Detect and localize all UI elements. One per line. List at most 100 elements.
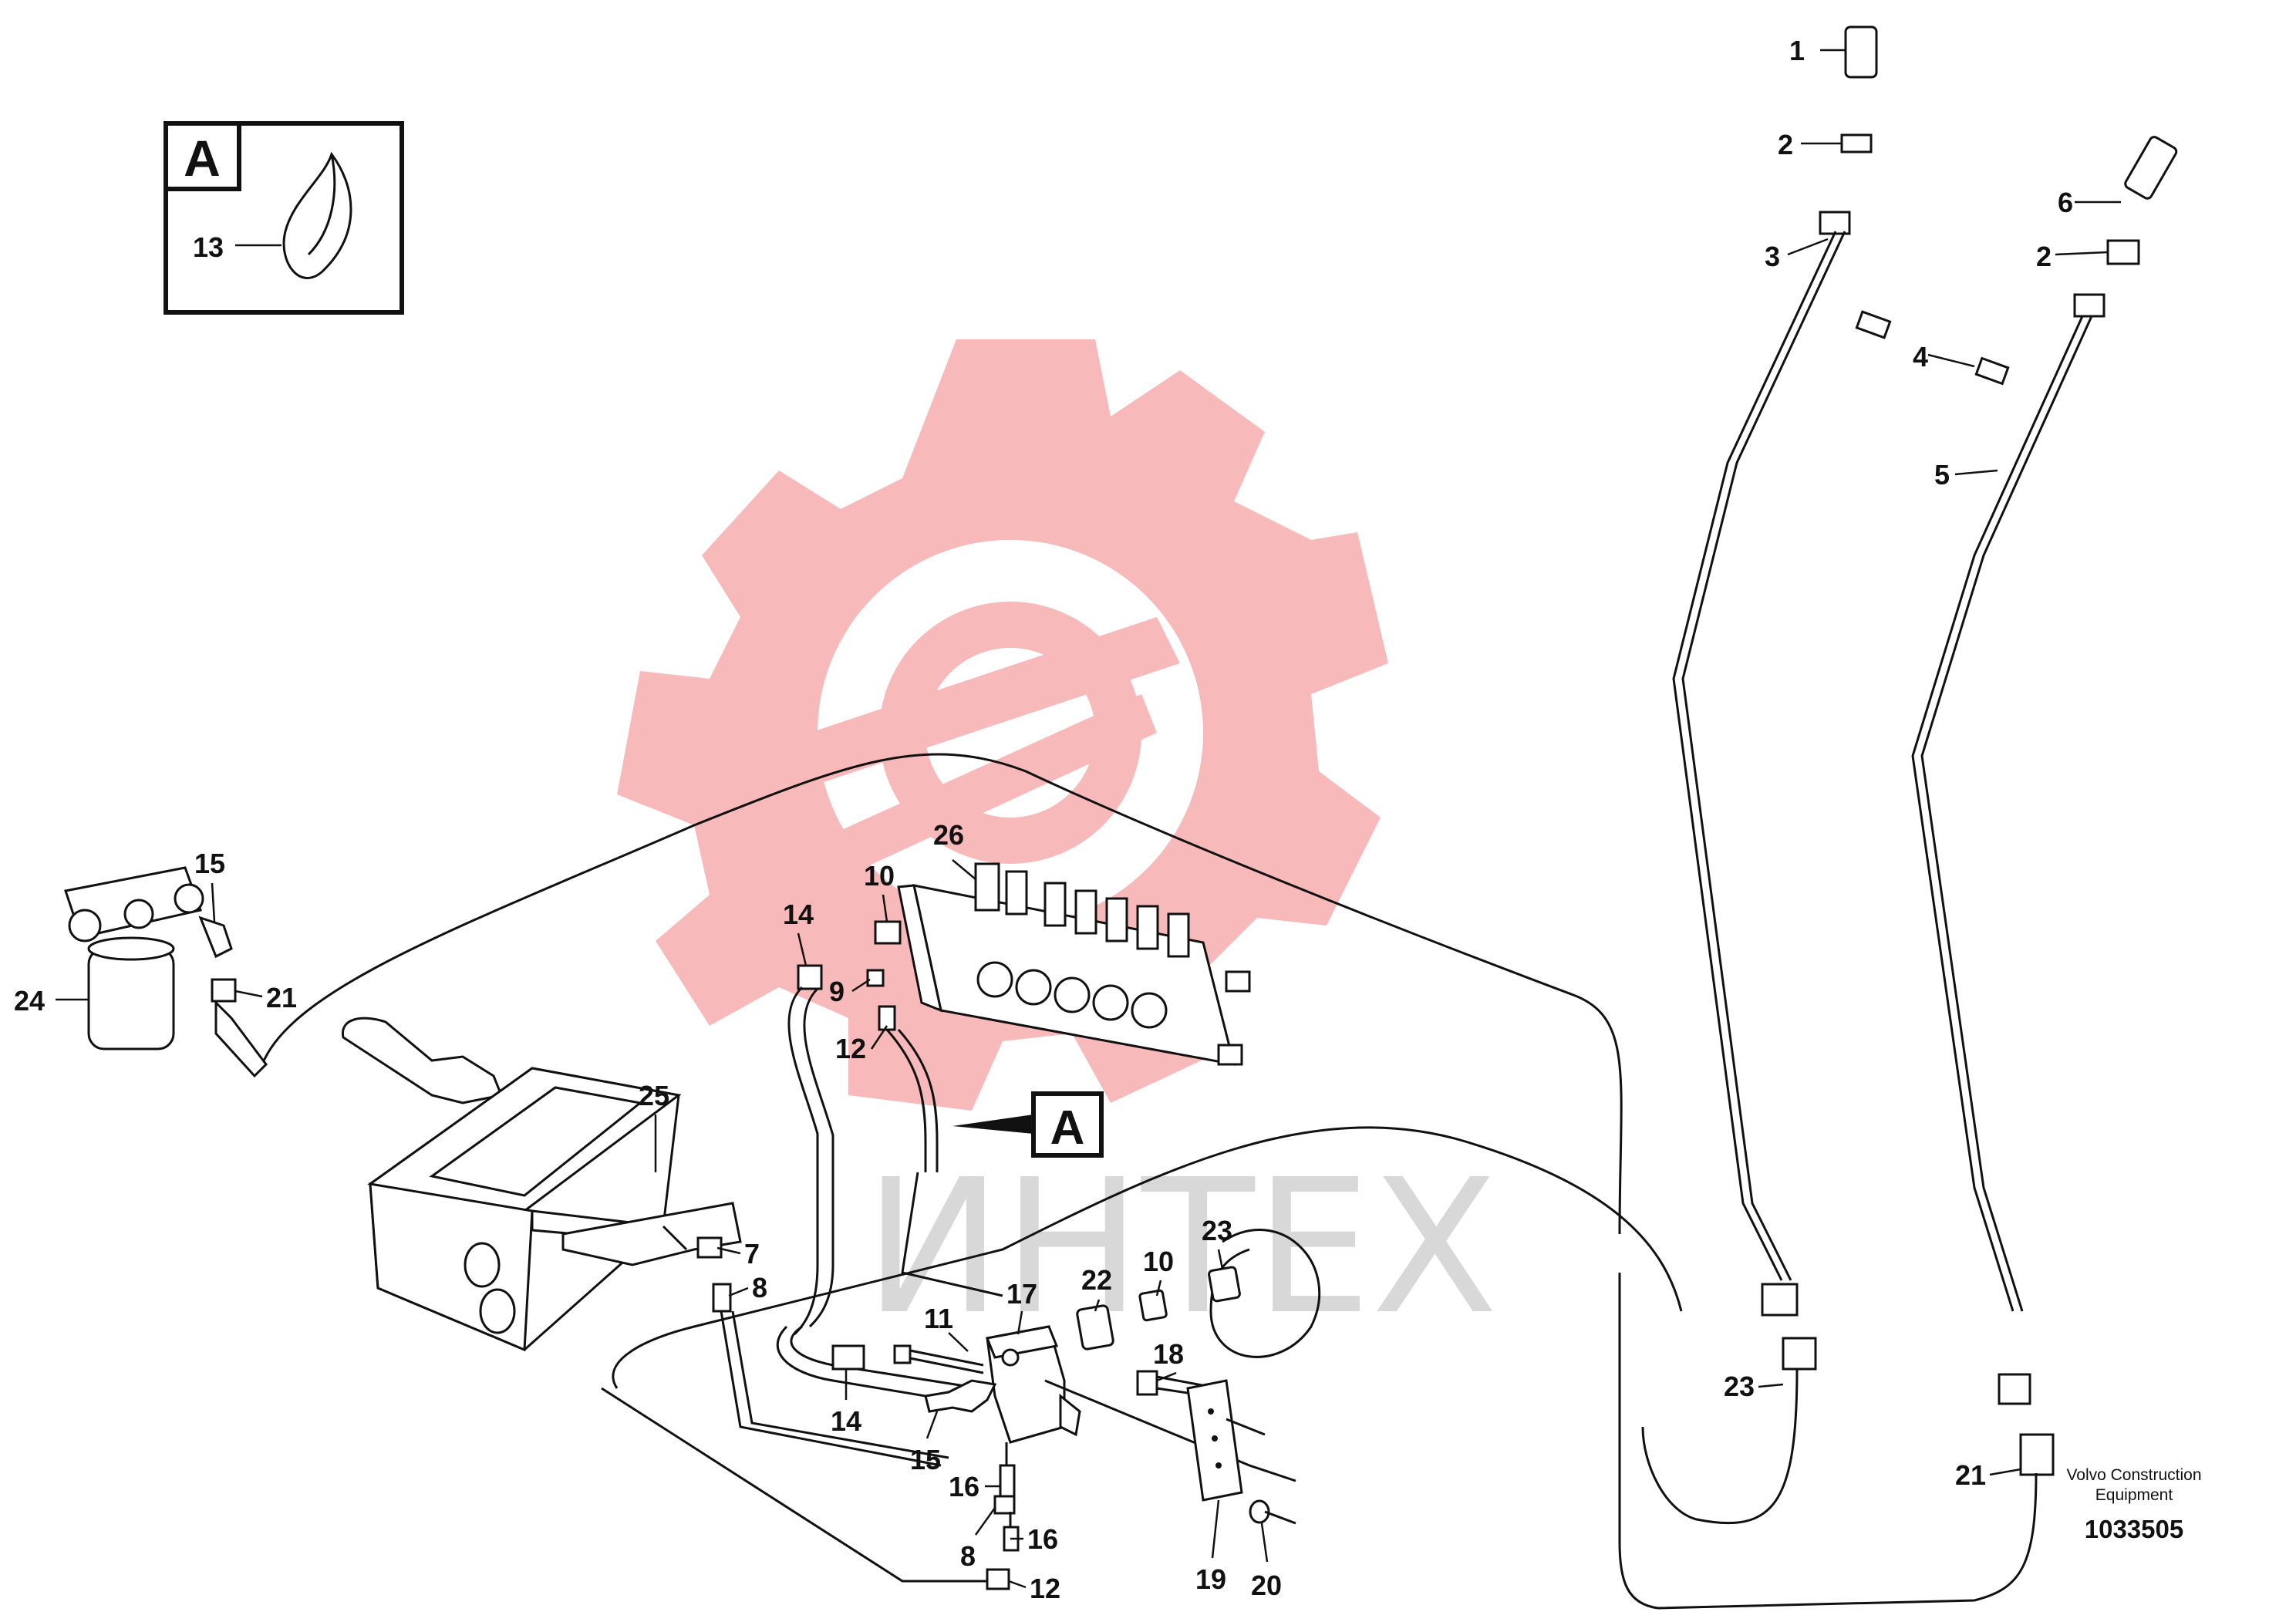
bolt-18-head <box>1136 1370 1158 1396</box>
pipe-nut-3 <box>1819 211 1851 235</box>
callout-2b: 2 <box>2036 241 2052 272</box>
hose-fitting-21 <box>2019 1433 2055 1476</box>
fitting-8b <box>993 1495 1016 1515</box>
mount-rod <box>1044 1379 1296 1482</box>
tank-bracket-side <box>561 1202 742 1266</box>
pipe-nut-23a <box>1761 1283 1799 1317</box>
callout-16a: 16 <box>949 1471 979 1502</box>
valve-block-17 <box>893 1266 1296 1590</box>
fitting-12b <box>986 1568 1010 1590</box>
callout-23b: 23 <box>1724 1371 1755 1402</box>
callout-26: 26 <box>933 819 964 851</box>
callout-14b: 14 <box>831 1405 861 1437</box>
callout-22: 22 <box>1081 1264 1112 1296</box>
detail-a-box: A <box>164 121 404 315</box>
fitting-1 <box>1844 25 1878 79</box>
fitting-22 <box>1076 1304 1114 1351</box>
hose-14-a <box>787 986 819 1336</box>
diagram-footer: Volvo Construction Equipment 1033505 <box>2057 1465 2211 1544</box>
control-valve-26 <box>897 862 1251 1066</box>
pipe-nut-21a <box>1998 1373 2031 1405</box>
fitting-10b <box>1138 1289 1168 1322</box>
hose-end-21a <box>214 1000 268 1078</box>
pipe-3-a <box>1672 231 1837 1281</box>
callout-12a: 12 <box>835 1033 866 1064</box>
callout-11: 11 <box>924 1303 953 1334</box>
detail-label-box <box>164 121 241 191</box>
callout-25: 25 <box>639 1080 669 1111</box>
watermark-text: ИНТЕХ <box>864 1139 1499 1355</box>
hydraulic-tank-25 <box>342 1017 949 1467</box>
callout-18: 18 <box>1153 1338 1184 1370</box>
callout-2a: 2 <box>1778 129 1793 160</box>
callout-6: 6 <box>2058 187 2073 218</box>
hose-routing <box>261 753 1683 1583</box>
elbow-15b <box>924 1379 997 1413</box>
valve-fittings <box>776 920 1003 1405</box>
clip-4a <box>1855 310 1892 339</box>
callout-15b: 15 <box>910 1444 941 1475</box>
hose-21-long <box>1618 1273 2038 1610</box>
tank-port-b <box>479 1288 516 1334</box>
washer-20 <box>1249 1499 1270 1524</box>
callout-21a: 21 <box>266 982 297 1013</box>
callout-21b: 21 <box>1955 1459 1986 1491</box>
callout-16b: 16 <box>1027 1523 1058 1555</box>
callout-15a: 15 <box>194 848 225 879</box>
pipe-assembly-right <box>1618 25 2178 1610</box>
callout-17: 17 <box>1006 1278 1037 1310</box>
fitting-16a <box>999 1464 1016 1498</box>
drain-hose-mid <box>612 1126 1683 1389</box>
elbow-15a <box>198 916 233 959</box>
fitting-8a <box>712 1283 732 1313</box>
pipe-5-b <box>1920 315 2093 1312</box>
hose-end-14b <box>831 1344 865 1371</box>
callout-1: 1 <box>1789 35 1805 66</box>
detail-label: A <box>184 130 221 187</box>
callout-5: 5 <box>1934 459 1950 491</box>
callout-9: 9 <box>829 976 845 1007</box>
callout-12b: 12 <box>1030 1573 1060 1604</box>
fitting-9 <box>866 969 885 987</box>
callout-10a: 10 <box>864 860 895 892</box>
adapter-2b <box>2106 239 2140 265</box>
drain-hose-low <box>601 1387 1003 1583</box>
fitting-7 <box>696 1236 723 1259</box>
callout-8b: 8 <box>960 1540 976 1572</box>
bolt-11-head <box>893 1344 912 1364</box>
tank-port-a <box>464 1242 501 1288</box>
pipe-nut-5 <box>2073 293 2106 318</box>
pipe-3-b <box>1681 231 1846 1281</box>
fitting-10a <box>874 920 902 945</box>
callout-19: 19 <box>1195 1563 1226 1595</box>
pipe-5-a <box>1911 315 2084 1312</box>
company-name: Volvo Construction Equipment <box>2066 1466 2202 1504</box>
callout-23a: 23 <box>1202 1215 1232 1246</box>
callout-14a: 14 <box>783 899 814 930</box>
leader-lines <box>56 49 2121 1589</box>
view-marker-a: A <box>952 1091 1104 1158</box>
fitting-21a <box>211 978 237 1003</box>
bolt-11 <box>905 1348 984 1367</box>
callout-7: 7 <box>744 1238 760 1270</box>
hose-fitting-23 <box>1782 1337 1817 1371</box>
oil-filter-24 <box>64 866 268 1078</box>
return-hose <box>261 753 1623 1235</box>
hose-end-14a <box>797 964 823 990</box>
tank-cover <box>429 1086 643 1197</box>
callouts: 1 2 3 2 6 4 5 13 26 10 14 9 12 15 21 24 … <box>14 35 2073 1604</box>
callout-20: 20 <box>1251 1570 1282 1601</box>
callout-13: 13 <box>193 231 224 263</box>
watermark-gear-logo <box>617 339 1388 1111</box>
hose-12 <box>885 1029 927 1172</box>
document-number: 1033505 <box>2084 1515 2184 1543</box>
hose-14-b <box>776 1325 982 1405</box>
fitting-6 <box>2124 136 2178 200</box>
view-marker-label: A <box>1050 1101 1085 1155</box>
clip-4b <box>1974 356 2010 386</box>
adapter-2a <box>1840 133 1873 153</box>
callout-3: 3 <box>1765 241 1780 272</box>
hose-23 <box>1641 1368 1799 1525</box>
